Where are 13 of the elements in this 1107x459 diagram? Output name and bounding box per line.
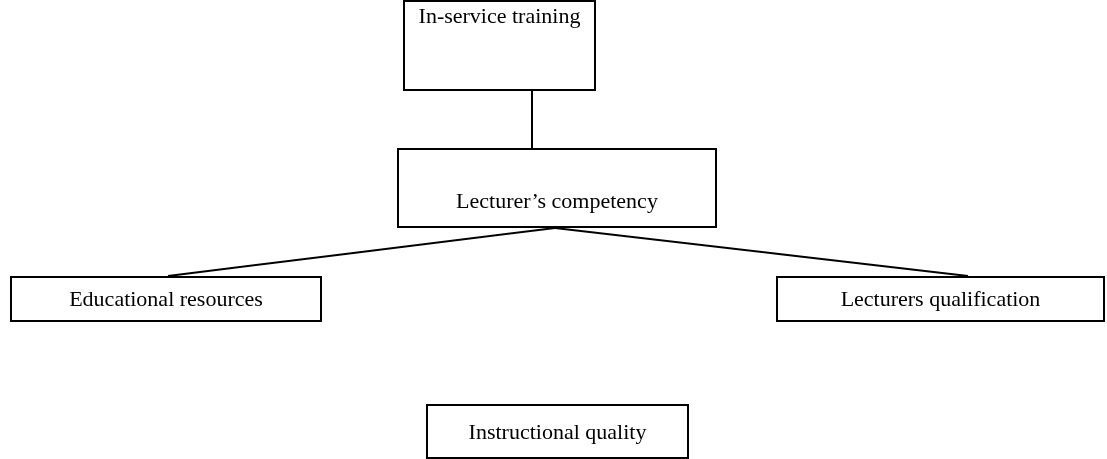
process-box xyxy=(426,404,689,459)
box-label: Educational resources xyxy=(69,285,263,313)
connector-line xyxy=(167,227,556,277)
process-box xyxy=(403,0,596,91)
process-box xyxy=(776,276,1105,322)
box-label: In-service training xyxy=(418,2,581,30)
box-label: Lecturers qualification xyxy=(840,285,1041,313)
process-box xyxy=(397,148,717,228)
process-box xyxy=(10,276,322,322)
box-label: Lecturer’s competency xyxy=(456,186,658,214)
connector-line xyxy=(531,90,533,149)
box-label: Instructional quality xyxy=(468,417,647,445)
connector-line xyxy=(554,227,969,277)
